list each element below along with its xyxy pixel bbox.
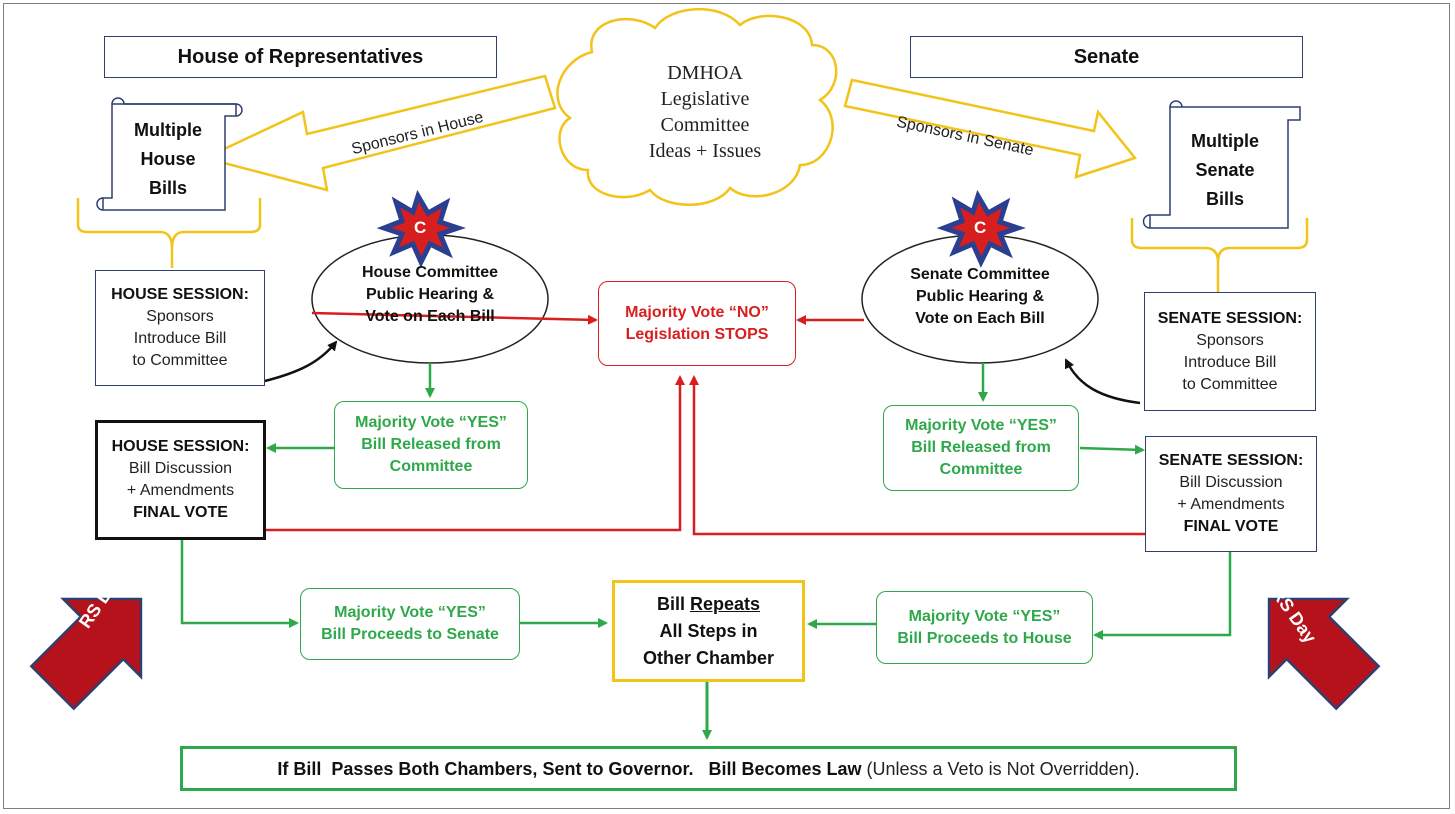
senate-yes-released-line-3: Committee	[939, 461, 1023, 478]
senate-committee-line-2: Public Hearing &	[915, 288, 1045, 305]
house-committee-text: House Committee Public Hearing & Vote on…	[330, 262, 530, 328]
house-final-line-1: Bill Discussion	[128, 460, 233, 477]
senate-final-vote-box: SENATE SESSION: Bill Discussion + Amendm…	[1145, 436, 1317, 552]
senate-final-title: SENATE SESSION:	[1158, 452, 1304, 469]
house-session-intro-line-1: Sponsors	[146, 308, 214, 325]
senate-final-line-3: FINAL VOTE	[1183, 518, 1279, 535]
repeats-box: Bill Repeats All Steps in Other Chamber	[612, 580, 805, 682]
house-session-intro-line-3: to Committee	[132, 352, 228, 369]
house-bills-line-2: House	[140, 149, 196, 169]
repeats-line-1: Bill Repeats	[657, 591, 760, 618]
proceeds-house-box: Majority Vote “YES” Bill Proceeds to Hou…	[876, 591, 1093, 664]
house-header: House of Representatives	[104, 36, 497, 78]
diagram-frame	[3, 3, 1450, 809]
proceeds-senate-box: Majority Vote “YES” Bill Proceeds to Sen…	[300, 588, 520, 660]
proceeds-senate-line-2: Bill Proceeds to Senate	[321, 626, 499, 643]
senate-session-intro: SENATE SESSION: Sponsors Introduce Bill …	[1144, 292, 1316, 411]
sponsors-house-arrow	[201, 74, 557, 192]
governor-normal-text: (Unless a Veto is Not Overridden).	[861, 758, 1140, 779]
house-session-intro: HOUSE SESSION: Sponsors Introduce Bill t…	[95, 270, 265, 386]
senate-yes-released-line-1: Majority Vote “YES”	[905, 417, 1057, 434]
house-bills-line-3: Bills	[148, 178, 187, 198]
senate-yes-released-line-2: Bill Released from	[911, 439, 1051, 456]
cloud-text: DMHOA Legislative Committee Ideas + Issu…	[600, 60, 810, 164]
house-committee-star	[376, 189, 466, 268]
house-session-intro-title: HOUSE SESSION:	[111, 286, 249, 303]
senate-bills-line-3: Bills	[1205, 189, 1244, 209]
rs-day-arrow-right	[1267, 597, 1381, 711]
house-session-intro-line-2: Introduce Bill	[133, 330, 227, 347]
stop-line-1: Majority Vote “NO”	[625, 303, 769, 321]
senate-committee-text: Senate Committee Public Hearing & Vote o…	[880, 264, 1080, 330]
house-yes-released-line-1: Majority Vote “YES”	[355, 414, 507, 431]
house-committee-line-1: House Committee	[361, 264, 499, 281]
senate-header: Senate	[910, 36, 1303, 78]
senate-committee-line-3: Vote on Each Bill	[915, 310, 1045, 327]
governor-box: If Bill Passes Both Chambers, Sent to Go…	[180, 746, 1237, 791]
repeats-line-3: Other Chamber	[642, 647, 775, 668]
senate-committee-badge-label: C	[974, 218, 987, 237]
proceeds-senate-line-1: Majority Vote “YES”	[334, 604, 486, 621]
senate-final-line-2: + Amendments	[1177, 496, 1285, 513]
senate-committee-star	[936, 189, 1026, 268]
senate-final-line-1: Bill Discussion	[1179, 474, 1283, 491]
house-final-line-3: FINAL VOTE	[133, 504, 228, 521]
senate-session-intro-line-2: Introduce Bill	[1183, 353, 1277, 371]
house-committee-line-3: Vote on Each Bill	[365, 308, 495, 325]
cloud-line-4: Ideas + Issues	[648, 140, 762, 162]
sponsors-senate-arrow	[843, 78, 1138, 179]
senate-bills-line-1: Multiple	[1191, 131, 1259, 151]
senate-yes-released-box: Majority Vote “YES” Bill Released from C…	[883, 405, 1079, 491]
cloud-line-1: DMHOA	[667, 62, 743, 84]
house-committee-badge-label: C	[414, 218, 427, 237]
senate-committee-line-1: Senate Committee	[910, 266, 1050, 283]
senate-session-intro-title: SENATE SESSION:	[1157, 309, 1303, 327]
stop-line-2: Legislation STOPS	[625, 325, 769, 343]
cloud-shape	[556, 7, 838, 206]
proceeds-house-line-1: Majority Vote “YES”	[908, 607, 1061, 625]
house-final-title: HOUSE SESSION:	[111, 438, 250, 455]
senate-bills-line-2: Senate	[1195, 160, 1255, 180]
repeats-line-1b: Repeats	[689, 593, 761, 614]
repeats-line-2: All Steps in	[659, 620, 758, 641]
senate-session-intro-line-3: to Committee	[1182, 375, 1278, 393]
house-committee-line-2: Public Hearing &	[365, 286, 495, 303]
senate-header-label: Senate	[1073, 46, 1140, 68]
house-bills-label: Multiple House Bills	[112, 116, 224, 203]
cloud-line-2: Legislative	[660, 88, 750, 110]
proceeds-house-line-2: Bill Proceeds to House	[897, 629, 1072, 647]
senate-session-intro-line-1: Sponsors	[1196, 331, 1264, 349]
house-scroll-icon	[96, 97, 243, 211]
house-final-line-2: + Amendments	[126, 482, 235, 499]
senate-scroll-icon	[1142, 100, 1301, 229]
rs-day-arrow-left	[29, 597, 143, 711]
house-final-vote-box: HOUSE SESSION: Bill Discussion + Amendme…	[95, 420, 266, 540]
house-yes-released-line-2: Bill Released from	[361, 436, 501, 453]
house-bills-line-1: Multiple	[134, 120, 202, 140]
house-header-label: House of Representatives	[177, 46, 424, 68]
senate-bills-label: Multiple Senate Bills	[1165, 127, 1285, 214]
house-yes-released-line-3: Committee	[389, 458, 473, 475]
legislation-stops-box: Majority Vote “NO” Legislation STOPS	[598, 281, 796, 366]
repeats-line-1a: Bill	[656, 593, 690, 614]
governor-bold-text: If Bill Passes Both Chambers, Sent to Go…	[277, 758, 862, 779]
cloud-line-3: Committee	[660, 114, 750, 136]
house-yes-released-box: Majority Vote “YES” Bill Released from C…	[334, 401, 528, 489]
